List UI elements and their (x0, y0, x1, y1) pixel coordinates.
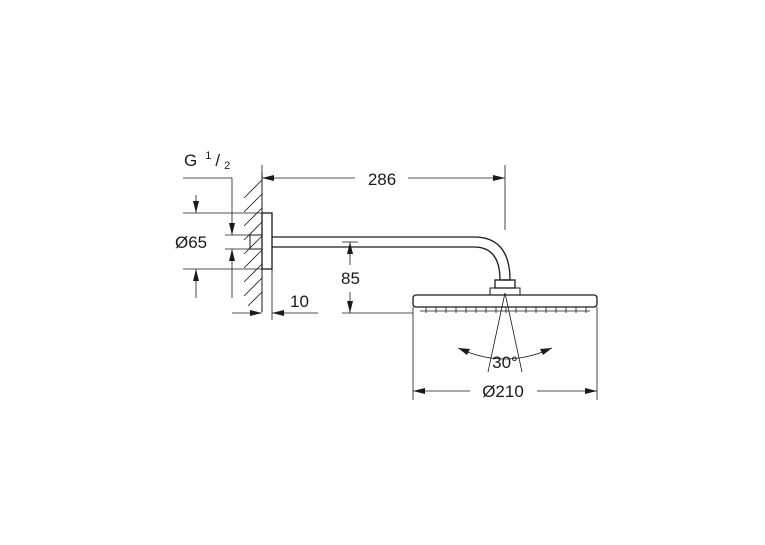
ball-joint (489, 279, 521, 296)
dimension-wall-offset: 10 (232, 269, 318, 320)
dimension-head-diameter: Ø210 (412, 307, 598, 401)
thread-denominator: 2 (224, 160, 230, 172)
length-label: 286 (368, 170, 396, 189)
thread-annotation: G 1 / 2 (183, 146, 250, 298)
drop-label: 85 (341, 269, 360, 288)
head-diameter-label: Ø210 (482, 382, 524, 401)
thread-slash: / (215, 151, 220, 170)
dimension-length: 286 (261, 165, 506, 230)
wall-offset-label: 10 (290, 292, 309, 311)
dimension-drop: 85 (341, 241, 413, 314)
thread-numerator: 1 (205, 150, 211, 162)
shower-arm (272, 236, 511, 281)
wall-hatching (243, 179, 263, 307)
dimension-swivel-angle: 30° (457, 292, 553, 373)
thread-label: G 1 / 2 (184, 146, 230, 172)
wall-flange (249, 212, 273, 270)
flange-diameter-label: Ø65 (175, 233, 207, 252)
dimension-flange-diameter: Ø65 (175, 195, 262, 298)
swivel-angle-label: 30° (492, 353, 518, 372)
shower-head (412, 294, 598, 313)
spray-nozzles (425, 307, 587, 313)
wall (243, 172, 263, 312)
thread-prefix: G (184, 151, 197, 170)
